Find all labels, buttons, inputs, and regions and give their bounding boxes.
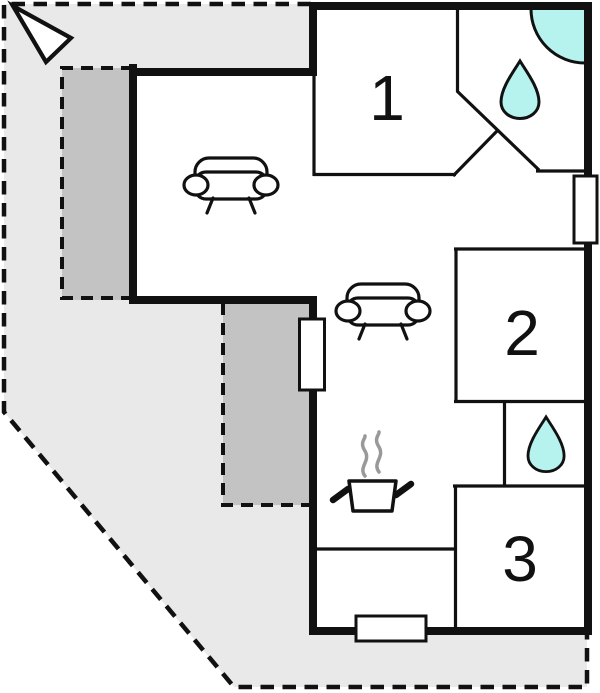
water-drop-icon: [499, 58, 541, 121]
window-left: [298, 317, 326, 392]
water-drop-icon: [526, 414, 566, 474]
pot-handles: [329, 480, 415, 504]
terrace-lower-border: [221, 303, 311, 507]
interior-walls: [312, 2, 588, 631]
pot-body: [347, 479, 398, 513]
steam-icon: [360, 430, 383, 478]
terrace-upper-border: [60, 66, 133, 300]
north-arrow-icon: [7, 0, 75, 66]
terrace-lower: [223, 303, 311, 505]
window-right: [572, 174, 599, 245]
plot-boundary-dashed: [1, 1, 590, 690]
window-bottom: [354, 614, 428, 643]
room-2-label: 2: [504, 297, 540, 369]
cooking-pot-icon: [329, 479, 415, 513]
shower-corner-arc: [529, 8, 586, 65]
room-1-label: 1: [369, 62, 405, 134]
shower-corner-icon: [531, 9, 585, 63]
room-3-label: 3: [502, 523, 538, 595]
exterior-walls: [129, 2, 592, 635]
terrace-upper: [62, 68, 133, 300]
